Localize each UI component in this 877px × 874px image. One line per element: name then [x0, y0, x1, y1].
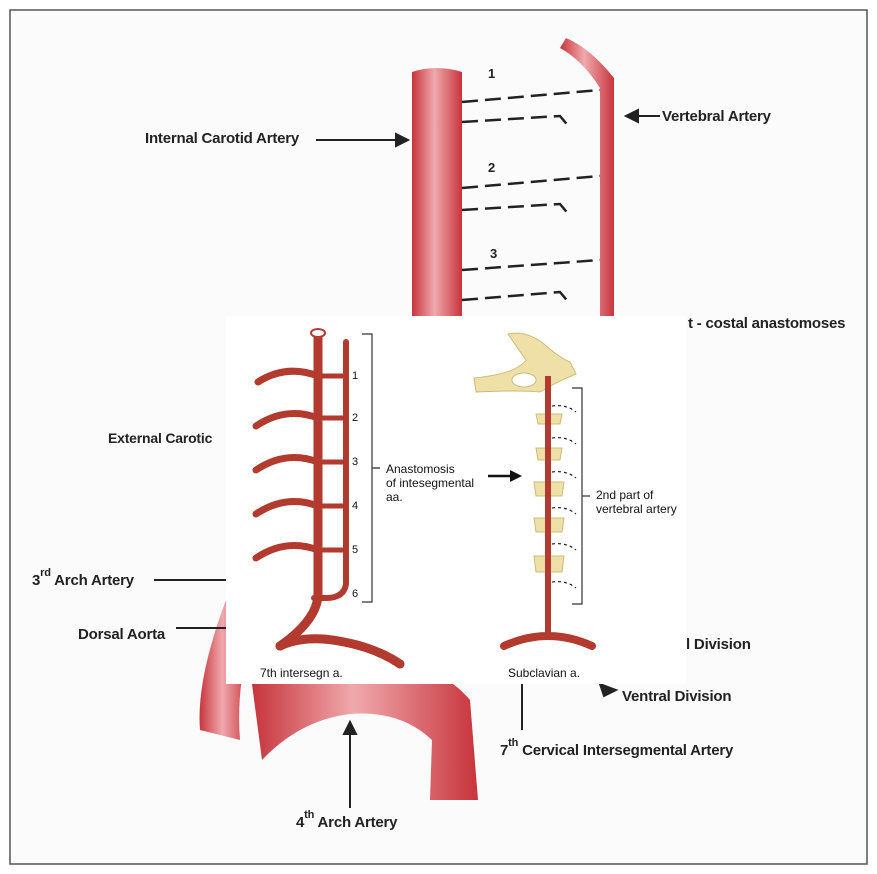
intersegmental-number: 4	[352, 500, 358, 512]
caption-subclavian: Subclavian a.	[508, 666, 580, 680]
label-third-arch-artery: 3rd Arch Artery	[32, 570, 134, 589]
segment-number: 3	[490, 246, 497, 261]
label-dorsal-division: l Division	[686, 636, 751, 653]
label-fourth-arch-artery: 4th Arch Artery	[296, 812, 397, 831]
intersegmental-number: 3	[352, 456, 358, 468]
segment-number: 1	[488, 66, 495, 81]
label-internal-carotid: Internal Carotid Artery	[145, 130, 299, 147]
label-ventral-division: Ventral Division	[622, 688, 731, 705]
inset-diagram: 1 2 3 4 5 6 Anastomosis of intesegmental…	[226, 316, 686, 684]
intersegmental-number: 1	[352, 370, 358, 382]
caption-seventh-intersegmental: 7th intersegn a.	[260, 666, 343, 680]
label-external-carotid: External Carotic	[108, 430, 212, 446]
label-anastomosis: Anastomosis of intesegmental aa.	[386, 462, 474, 504]
intersegmental-number: 2	[352, 412, 358, 424]
label-costal-anastomoses: t - costal anastomoses	[688, 315, 845, 332]
bracket-vertebral	[572, 388, 590, 604]
label-vertebral-artery: Vertebral Artery	[662, 108, 771, 125]
intersegmental-artery-drawing	[256, 334, 400, 664]
intersegmental-number: 6	[352, 588, 358, 600]
label-dorsal-aorta: Dorsal Aorta	[78, 626, 165, 643]
internal-carotid-vessel	[412, 68, 462, 316]
label-cervical-intersegmental: 7th Cervical Intersegmental Artery	[500, 740, 733, 759]
vessel-cut-end	[311, 329, 325, 337]
intersegmental-number: 5	[352, 544, 358, 556]
label-vertebral-second-part: 2nd part of vertebral artery	[596, 488, 677, 516]
foramen	[512, 373, 536, 387]
segment-number: 2	[488, 160, 495, 175]
subclavian-vessel	[504, 636, 592, 646]
